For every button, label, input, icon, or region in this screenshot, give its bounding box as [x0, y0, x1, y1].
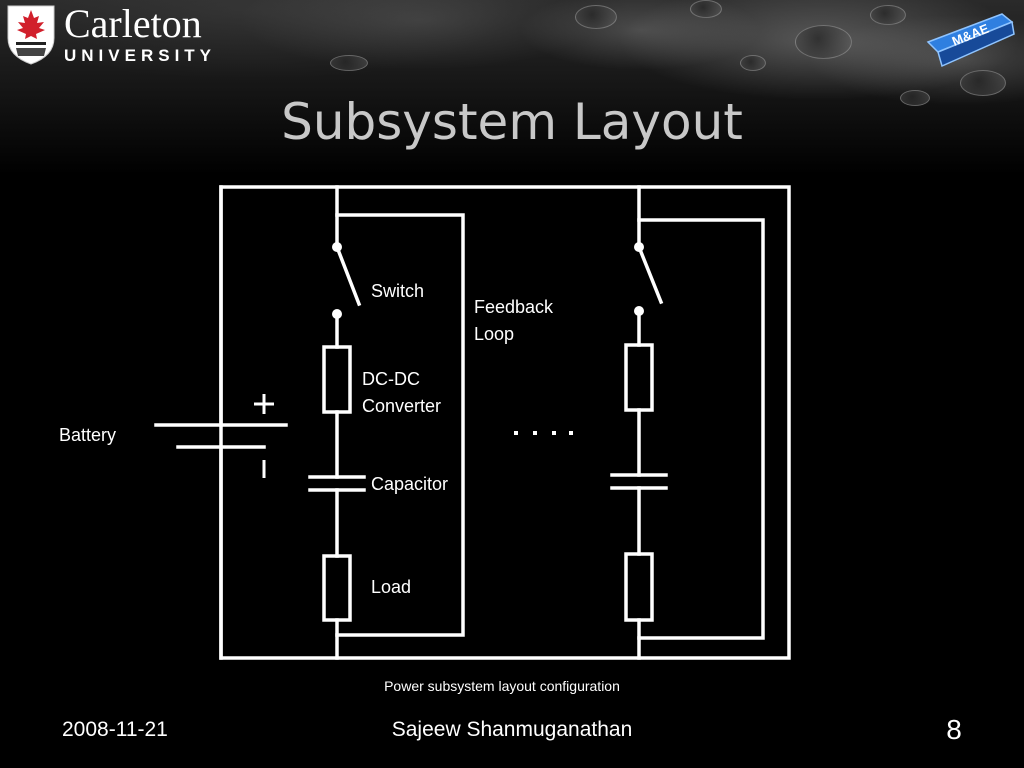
left-switch-blade: [334, 244, 362, 307]
load-label: Load: [371, 577, 412, 597]
university-logo: Carleton UNIVERSITY: [6, 4, 216, 66]
switch-contact-dot: [332, 309, 342, 319]
crater: [900, 90, 930, 106]
ellipsis-dot: [533, 431, 537, 435]
crater: [870, 5, 906, 25]
footer-date: 2008-11-21: [62, 718, 168, 741]
left-load: [322, 554, 352, 622]
slide-title: Subsystem Layout: [281, 93, 743, 151]
left-dcdc-converter: [322, 345, 352, 414]
crater: [960, 70, 1006, 96]
header-moon-background: [0, 0, 1024, 175]
outer-circuit-wire: [219, 185, 791, 660]
switch-contact-dot: [634, 242, 644, 252]
switch-contact-dot: [332, 242, 342, 252]
ellipsis-dot: [514, 431, 518, 435]
ellipsis-dot: [569, 431, 573, 435]
footer-author: Sajeew Shanmuganathan: [391, 718, 633, 741]
right-dcdc-converter: [624, 343, 654, 412]
page-number: 8: [946, 714, 962, 745]
crater: [795, 25, 852, 59]
mae-badge: M&AE: [926, 13, 1015, 68]
university-name: Carleton: [64, 1, 202, 46]
right-load: [624, 552, 654, 622]
right-feedback-loop: [637, 218, 765, 640]
crater: [740, 55, 766, 71]
left-feedback-loop: [335, 213, 465, 637]
ellipsis-dot: [552, 431, 556, 435]
battery-label: Battery: [59, 425, 117, 445]
switch-label: Switch: [371, 281, 425, 301]
carleton-shield-icon: [7, 5, 55, 65]
feedback-loop-label: Feedback Loop: [474, 297, 554, 344]
right-switch-blade: [636, 244, 664, 305]
crater: [575, 5, 617, 29]
university-subtitle: UNIVERSITY: [64, 46, 217, 65]
crater: [690, 0, 722, 18]
dcdc-converter-label: DC-DC Converter: [362, 369, 442, 416]
switch-contact-dot: [634, 306, 644, 316]
crater: [330, 55, 368, 71]
capacitor-label: Capacitor: [371, 474, 449, 494]
figure-caption: Power subsystem layout configuration: [384, 678, 620, 694]
